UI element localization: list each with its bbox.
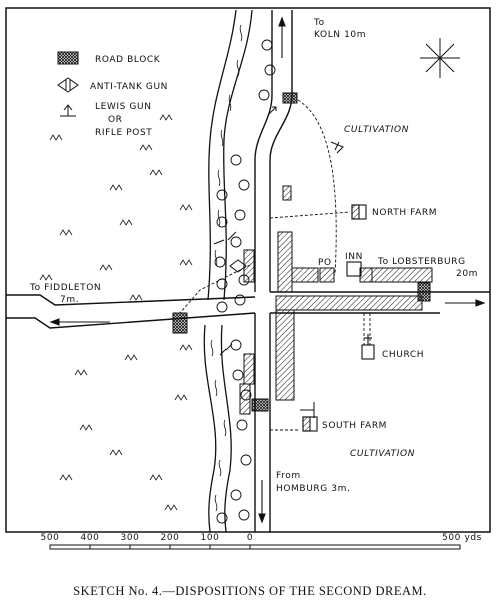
- label-to-koln: To: [313, 18, 325, 28]
- road-block-icon: [57, 51, 79, 65]
- label-lobsterburg-20m: 20m: [456, 269, 478, 279]
- lewis-gun-icon: [60, 104, 76, 117]
- label-cultivation-north: CULTIVATION: [344, 125, 409, 135]
- label-fiddleton-7m: 7m.: [60, 295, 79, 305]
- map-border: [5, 7, 491, 533]
- dashed-tracks: [179, 99, 371, 431]
- legend-rifle-post: RIFLE POST: [95, 128, 152, 138]
- legend-lewis-gun: LEWIS GUN: [95, 102, 152, 112]
- figure-caption: SKETCH No. 4.—DISPOSITIONS OF THE SECOND…: [73, 584, 427, 598]
- scale-tick-200: 200: [161, 533, 180, 543]
- scale-tick-400: 400: [81, 533, 100, 543]
- anti-tank-gun-icon: [57, 77, 79, 93]
- scale-tick-0: 0: [247, 533, 253, 543]
- label-koln-10m: KOLN 10m: [314, 30, 366, 40]
- roads: [6, 10, 490, 532]
- farm-buildings: [302, 204, 375, 432]
- scale-bar: 500 400 300 200 100 0 500 yds: [41, 533, 482, 550]
- label-inn: INN: [345, 252, 363, 262]
- legend-road-block: ROAD BLOCK: [95, 55, 161, 65]
- compass-icon: [420, 38, 460, 78]
- road-blocks: [172, 92, 431, 412]
- scale-tick-100: 100: [201, 533, 220, 543]
- label-homburg-3m: HOMBURG 3m.: [276, 484, 350, 494]
- legend-anti-tank-gun: ANTI-TANK GUN: [90, 82, 168, 92]
- legend: ROAD BLOCK ANTI-TANK GUN LEWIS GUN OR RI…: [57, 51, 168, 138]
- label-cultivation-south: CULTIVATION: [350, 449, 415, 459]
- scale-end-label: 500 yds: [442, 533, 482, 543]
- grass-tufts: [39, 114, 193, 511]
- legend-or: OR: [108, 115, 123, 125]
- label-po: PO: [318, 258, 332, 268]
- buildings: [239, 185, 433, 415]
- scale-tick-300: 300: [121, 533, 140, 543]
- scale-tick-500: 500: [41, 533, 60, 543]
- label-north-farm: NORTH FARM: [372, 208, 437, 218]
- direction-arrows: [49, 16, 486, 524]
- label-to-fiddleton: To FIDDLETON: [29, 283, 101, 293]
- label-to-lobsterburg: To LOBSTERBURG: [377, 257, 466, 267]
- weapon-positions: [213, 106, 344, 418]
- river: [203, 9, 253, 533]
- map-labels: To KOLN 10m CULTIVATION NORTH FARM PO IN…: [29, 18, 478, 494]
- label-from: From: [276, 471, 301, 481]
- label-church: CHURCH: [382, 350, 424, 360]
- label-south-farm: SOUTH FARM: [322, 421, 387, 431]
